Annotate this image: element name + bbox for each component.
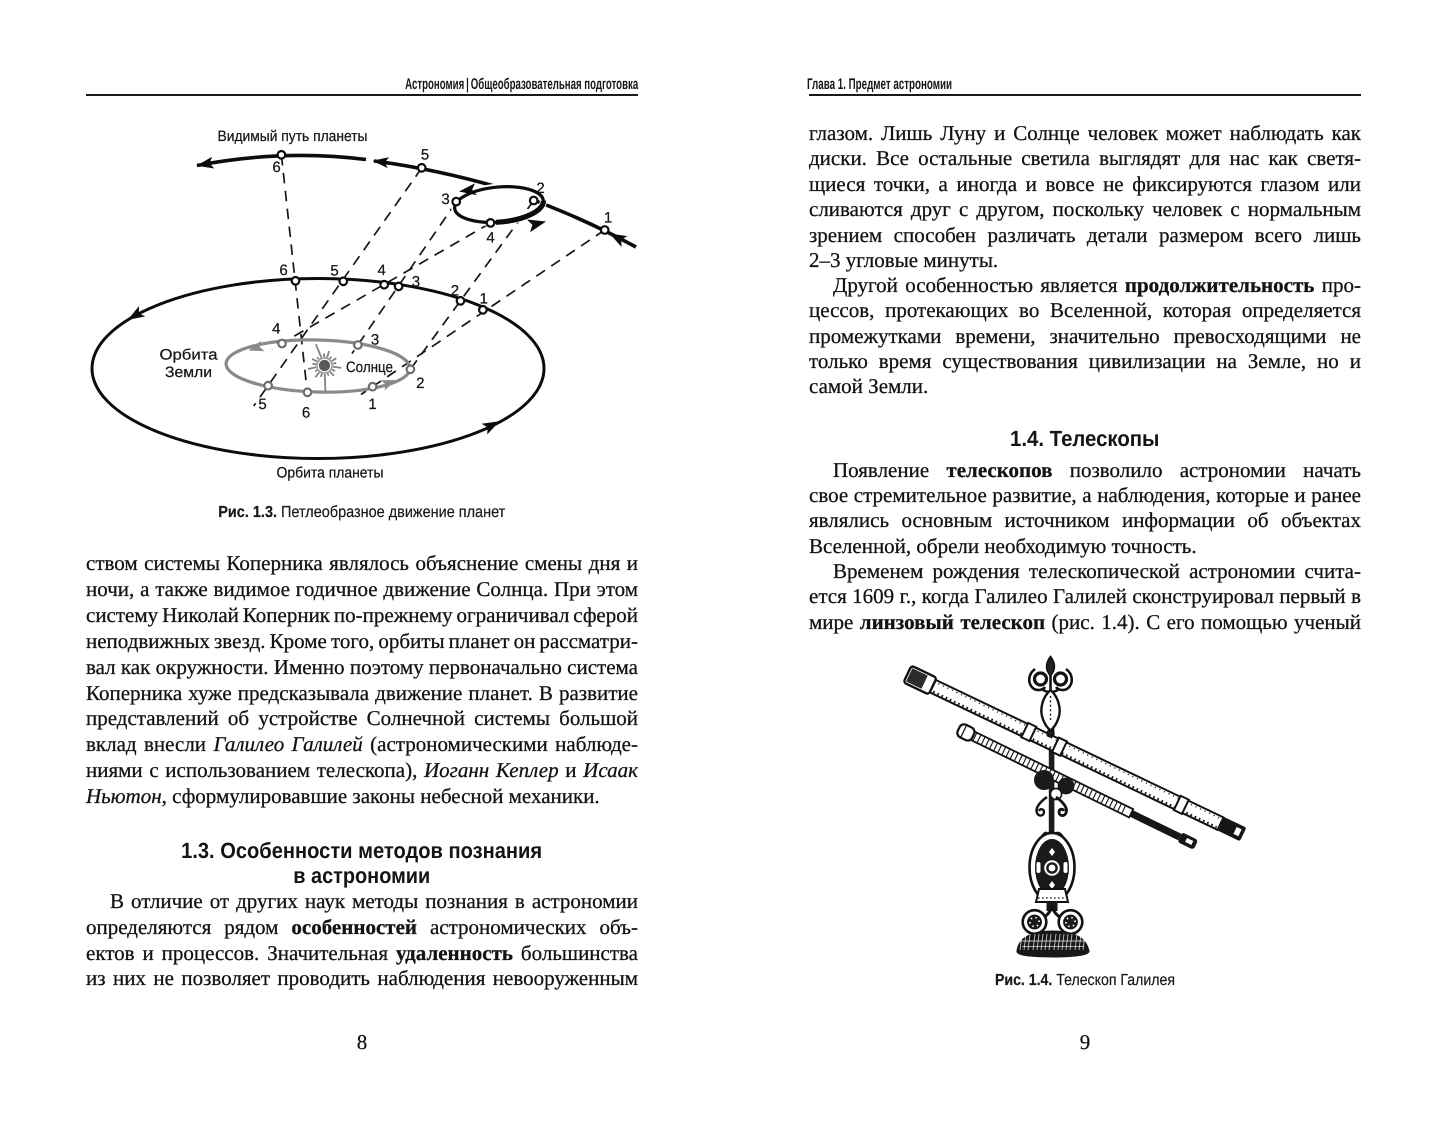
svg-text:6: 6 xyxy=(272,159,280,176)
svg-text:1: 1 xyxy=(480,291,488,308)
svg-text:Солнце: Солнце xyxy=(346,359,393,376)
svg-text:4: 4 xyxy=(272,321,280,338)
svg-text:3: 3 xyxy=(371,331,379,348)
svg-text:6: 6 xyxy=(302,404,310,421)
svg-text:2: 2 xyxy=(416,375,424,392)
svg-text:4: 4 xyxy=(378,262,386,279)
svg-text:6: 6 xyxy=(279,262,287,279)
svg-text:Видимый путь планеты: Видимый путь планеты xyxy=(218,128,368,145)
svg-text:3: 3 xyxy=(441,191,449,208)
svg-text:Орбита планеты: Орбита планеты xyxy=(277,465,384,482)
svg-text:5: 5 xyxy=(421,147,429,164)
svg-text:5: 5 xyxy=(258,396,266,413)
svg-text:Земли: Земли xyxy=(165,364,212,381)
svg-text:2: 2 xyxy=(451,283,459,300)
svg-text:2: 2 xyxy=(536,180,544,197)
svg-text:Орбита: Орбита xyxy=(160,346,219,363)
svg-text:4: 4 xyxy=(486,229,494,246)
svg-text:1: 1 xyxy=(368,396,376,413)
svg-text:1: 1 xyxy=(604,209,612,226)
svg-text:5: 5 xyxy=(330,263,338,280)
svg-text:3: 3 xyxy=(412,274,420,291)
